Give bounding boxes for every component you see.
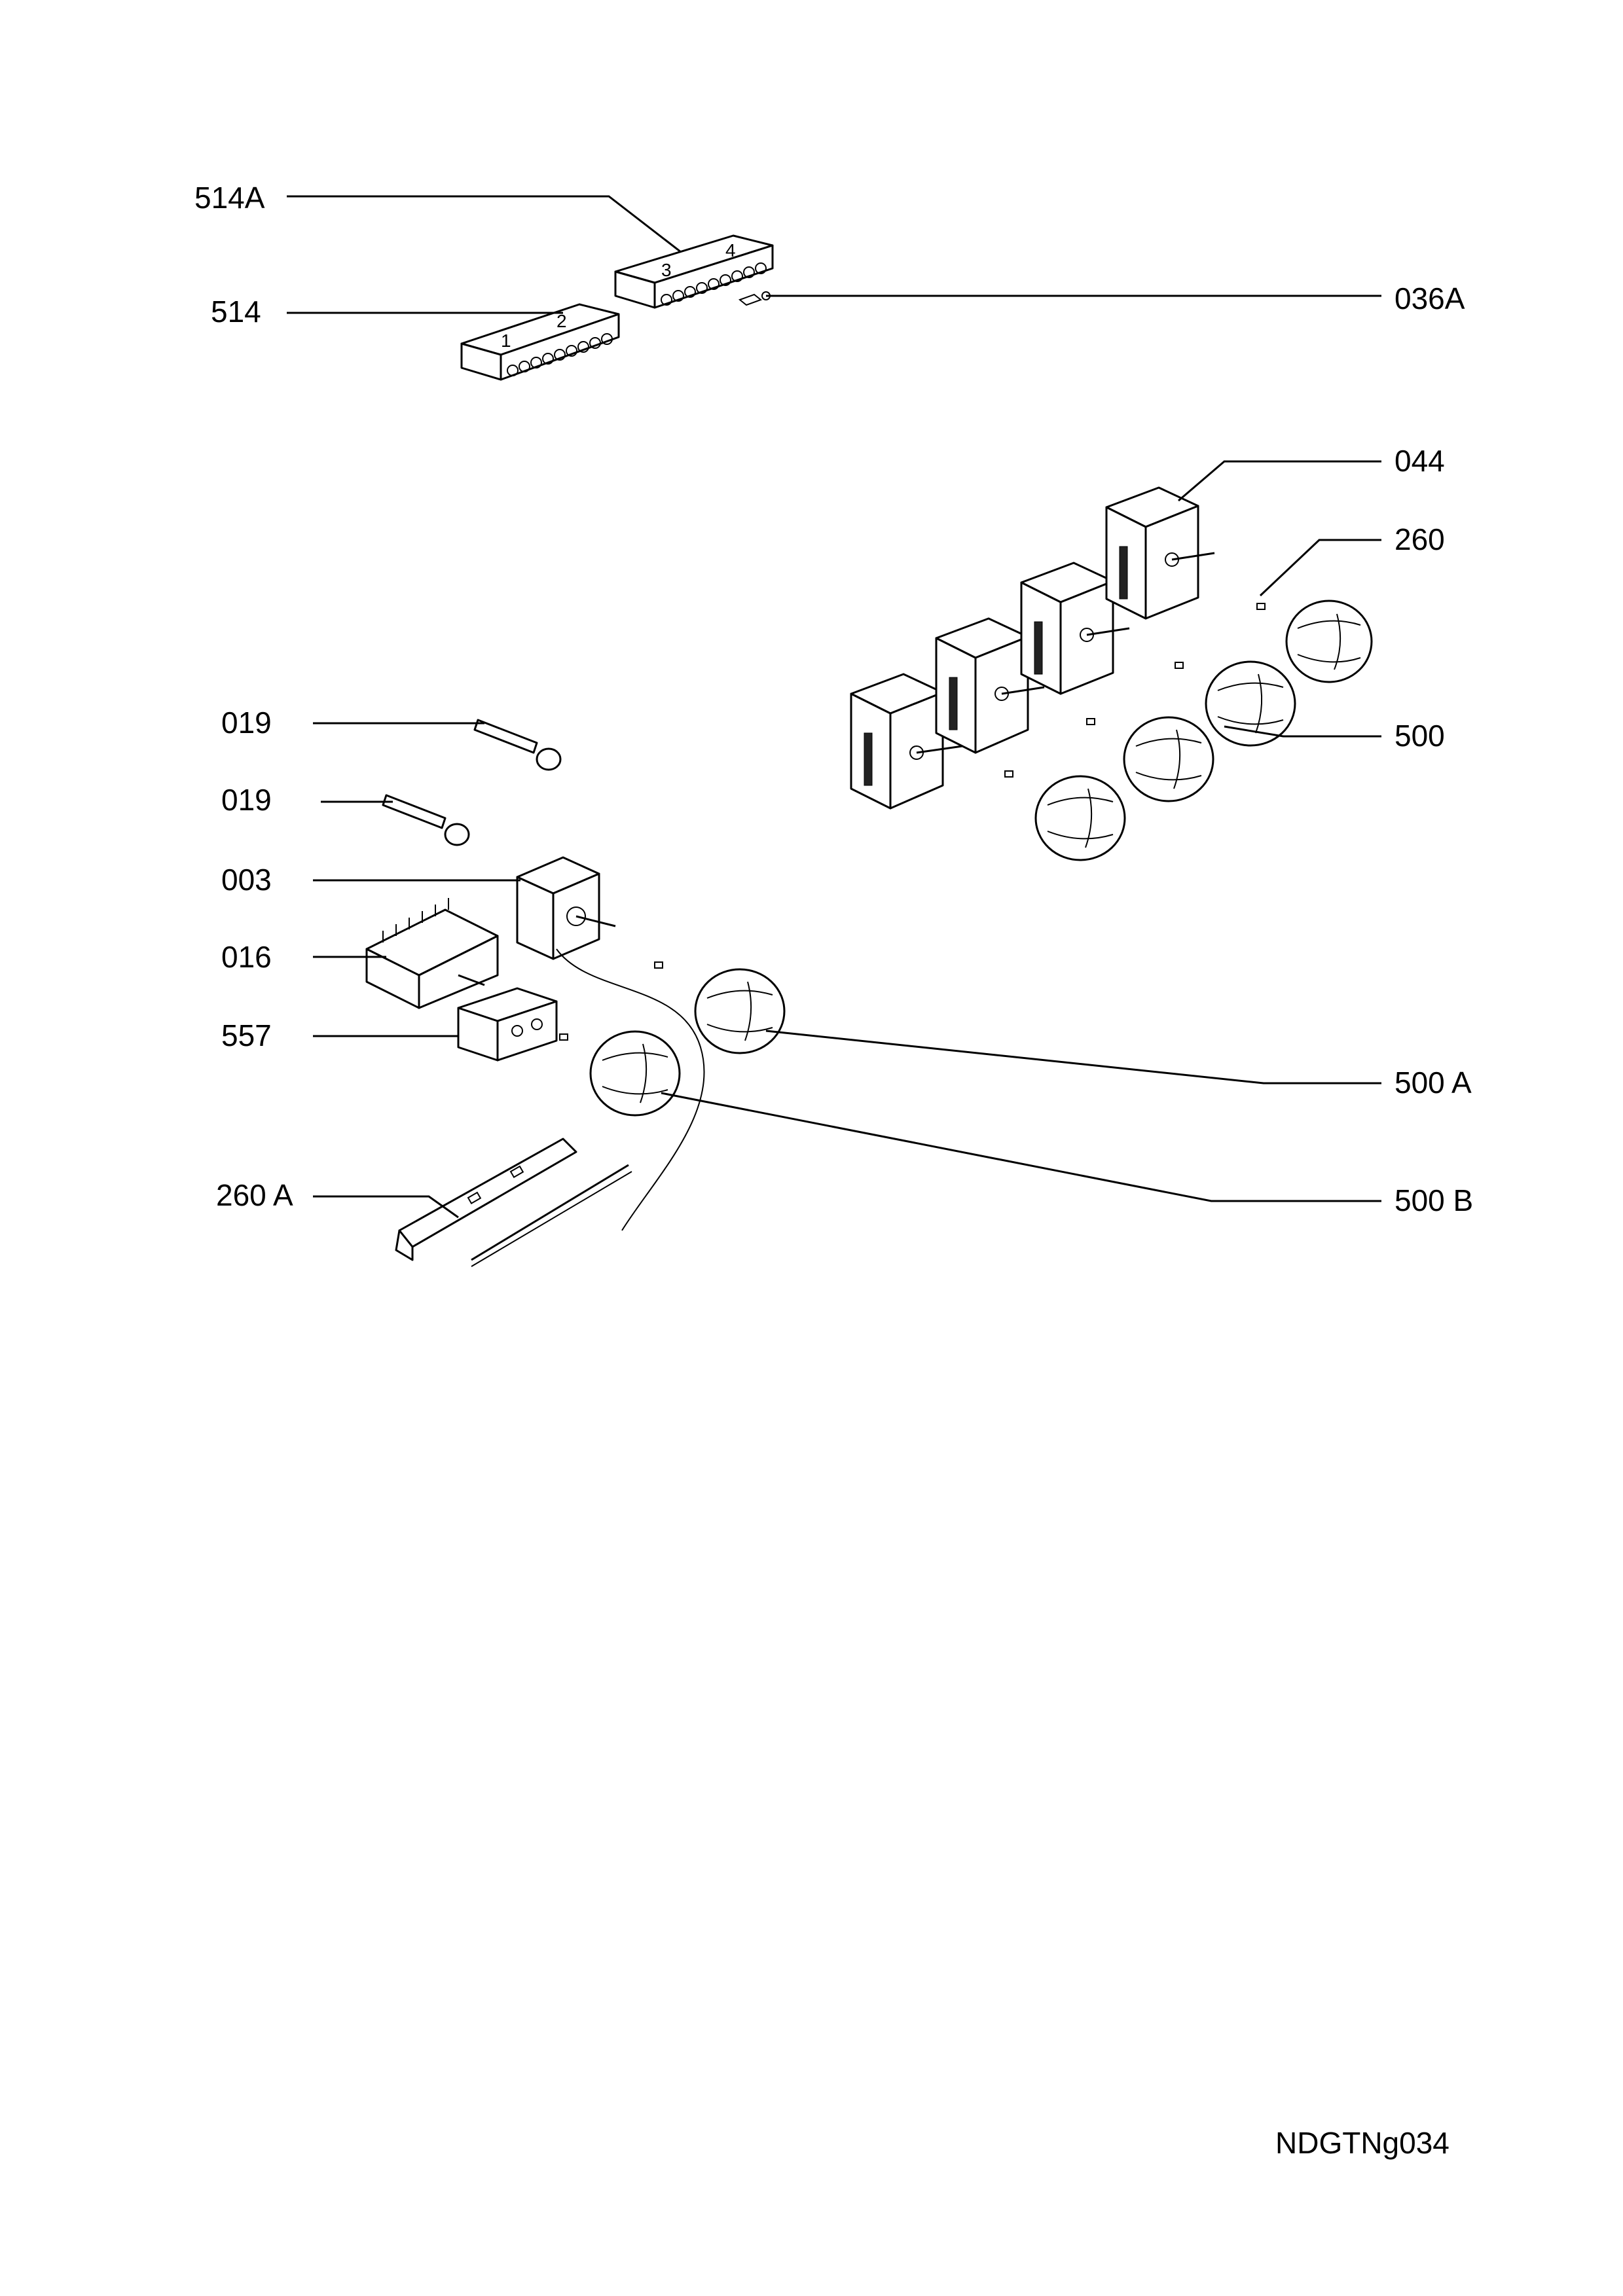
terminal-block-514: 1 2 [460, 303, 620, 381]
knob-500-1 [1034, 775, 1126, 861]
clip-260-group [1004, 603, 1266, 778]
label-036A: 036A [1395, 281, 1465, 315]
label-003: 003 [221, 863, 272, 897]
drawing-code: NDGTNg034 [1275, 2126, 1450, 2160]
knob-500-2 [1123, 716, 1214, 802]
leader-lines [287, 195, 1381, 1219]
selector-switch-016 [365, 898, 499, 1009]
regulator-003 [516, 856, 705, 1231]
terminal-number-4: 4 [725, 240, 736, 260]
label-500B: 500 B [1395, 1183, 1473, 1217]
label-019-bottom: 019 [221, 783, 272, 817]
energy-regulator-2 [935, 617, 1045, 754]
rail-260A [395, 1138, 632, 1267]
label-260A: 260 A [216, 1178, 293, 1212]
label-500: 500 [1395, 719, 1445, 753]
energy-regulator-3 [1020, 562, 1130, 695]
label-514A: 514A [194, 181, 265, 215]
energy-regulator-1 [850, 673, 963, 810]
indicator-lamp-019-top [473, 719, 562, 771]
terminal-number-3: 3 [661, 260, 672, 280]
label-500A: 500 A [1395, 1066, 1472, 1100]
label-557: 557 [221, 1018, 272, 1052]
knob-500A [694, 968, 786, 1054]
knob-500B [589, 1030, 681, 1117]
terminal-block-514A: 3 4 [614, 234, 774, 309]
energy-regulator-4 [1105, 486, 1215, 620]
label-044: 044 [1395, 444, 1445, 478]
indicator-lamp-019-bottom [382, 794, 470, 846]
label-514: 514 [211, 295, 261, 329]
terminal-number-1: 1 [501, 331, 511, 351]
knob-500-3 [1205, 660, 1296, 747]
bracket-557 [457, 987, 558, 1062]
clip-small-group [559, 961, 663, 1041]
clip-036A [738, 291, 771, 306]
label-019-top: 019 [221, 706, 272, 740]
label-260: 260 [1395, 522, 1445, 556]
label-016: 016 [221, 940, 272, 974]
knob-500-4 [1285, 600, 1373, 683]
terminal-number-2: 2 [556, 311, 567, 331]
